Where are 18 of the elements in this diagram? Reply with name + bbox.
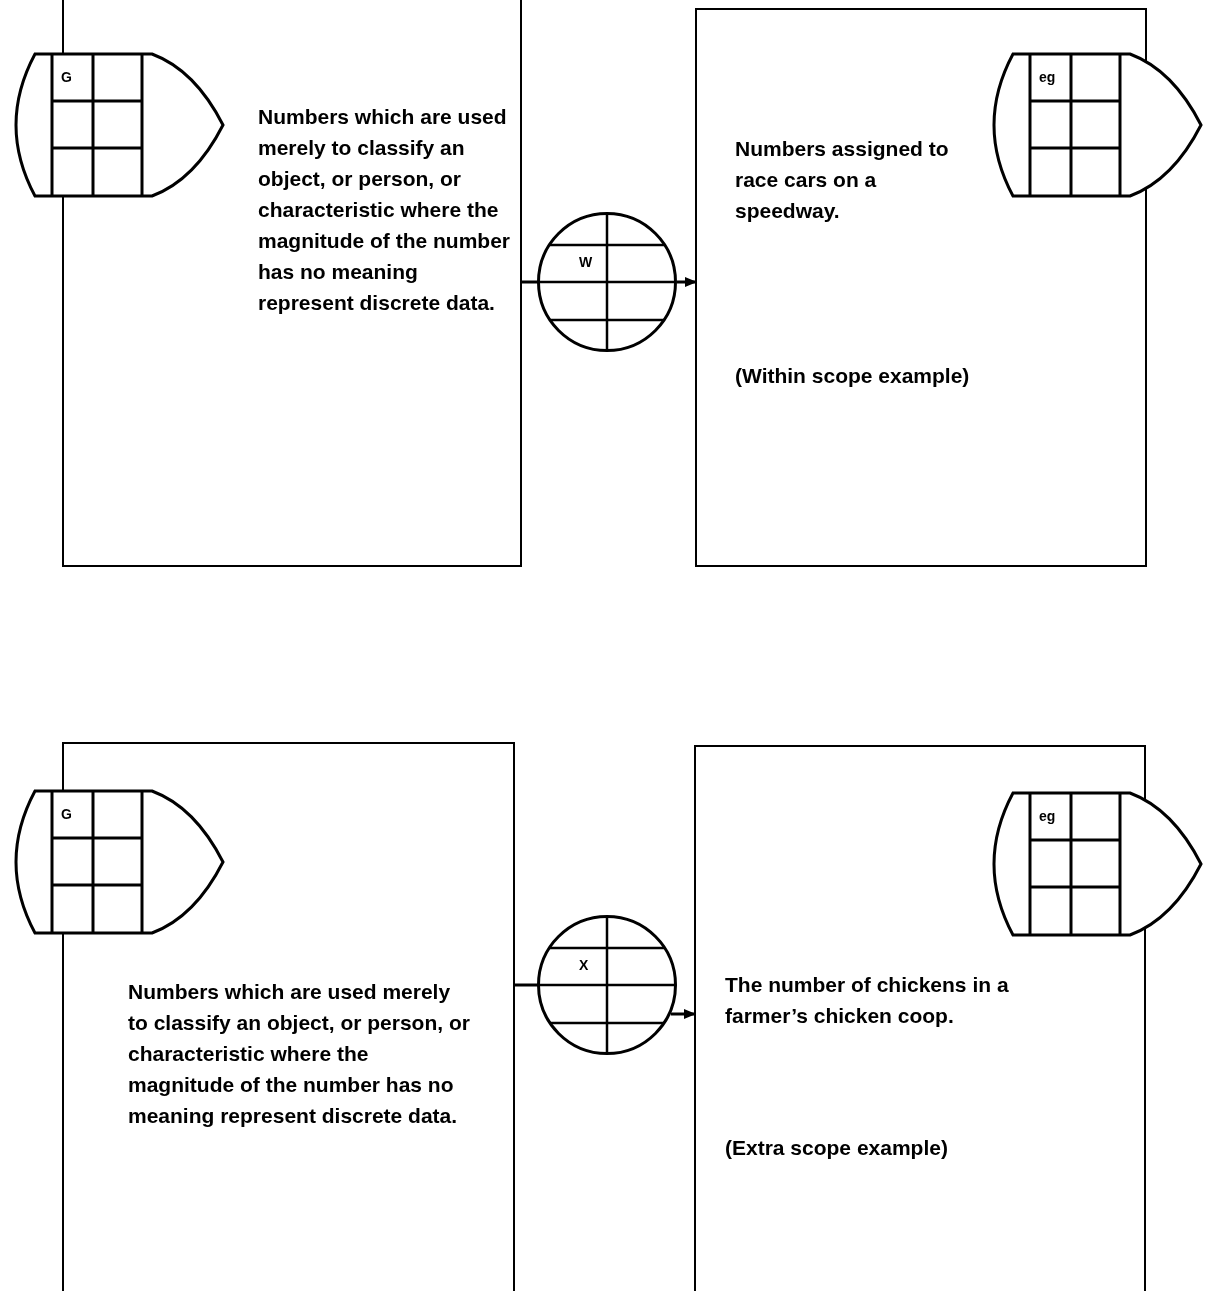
panel-box bbox=[695, 8, 1147, 567]
connector-line bbox=[515, 983, 539, 987]
description-text: Numbers which are used merely to classify an object, or person, or characteristic where the magnitude of the number has no meaning represent discrete data. bbox=[128, 979, 471, 1129]
circle-symbol bbox=[537, 915, 677, 1055]
cell-label: eg bbox=[1039, 808, 1056, 824]
circle-symbol bbox=[537, 212, 677, 352]
description-text: The number of chickens in a farmer’s chicken coop. bbox=[725, 972, 1010, 1029]
note-text: (Within scope example) bbox=[735, 363, 971, 389]
cell-label: G bbox=[61, 806, 72, 822]
arrow bbox=[677, 277, 697, 287]
cell-label: G bbox=[61, 69, 72, 85]
cell-label: W bbox=[579, 254, 593, 270]
arrow bbox=[670, 1009, 696, 1019]
note-text: (Extra scope example) bbox=[725, 1135, 949, 1161]
cell-label: eg bbox=[1039, 69, 1056, 85]
description-text: Numbers assigned to race cars on a speedway. bbox=[735, 136, 950, 224]
description-text: Numbers which are used merely to classify an object, or person, or characteristic where the magnitude of the number has no meaning represent discrete data. bbox=[258, 104, 510, 316]
cell-label: X bbox=[579, 957, 589, 973]
